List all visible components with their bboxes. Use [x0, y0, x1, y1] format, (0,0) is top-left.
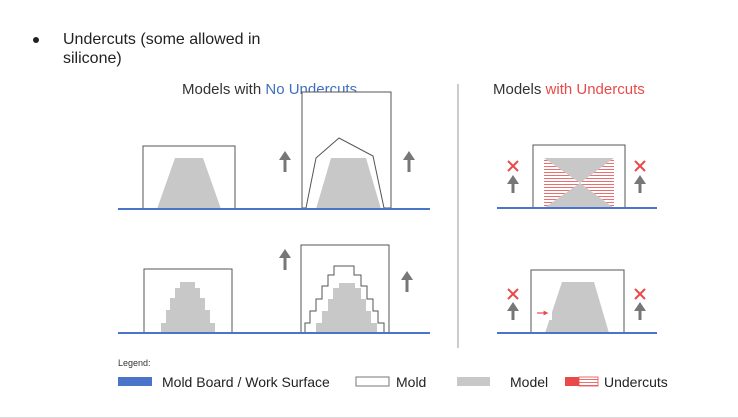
legend-label-model: Model [510, 374, 549, 390]
model-hourglass [544, 158, 614, 208]
up-arrow-icon [634, 302, 646, 320]
model-trapezoid-2 [316, 158, 381, 209]
legend-label-undercuts: Undercuts [604, 374, 668, 390]
bullet-text: Undercuts (some allowed in silicone) [63, 31, 261, 67]
up-arrow-icon [279, 151, 291, 172]
bullet-dot [33, 37, 39, 43]
up-arrow-icon [279, 249, 291, 270]
model-trapezoid [157, 158, 221, 209]
mold-shaped [301, 91, 392, 209]
heading-right-prefix: Models [493, 81, 546, 98]
model-trapezoid-3 [545, 282, 609, 333]
mold-stepped [300, 244, 390, 334]
up-arrow-icon [401, 271, 413, 292]
legend-title: Legend: [118, 358, 151, 368]
diagram-top-middle [279, 91, 415, 209]
diagram-bottom-right [507, 269, 646, 334]
x-mark-icon [507, 288, 519, 300]
legend-swatch-model [457, 377, 490, 386]
diagram-bottom-left [143, 268, 233, 334]
legend-label-mold: Mold [396, 374, 427, 390]
undercut-notch [549, 306, 552, 320]
x-mark-icon [634, 160, 646, 172]
up-arrow-icon [507, 175, 519, 193]
model-stepped-2 [316, 283, 377, 333]
diagram-top-left [142, 145, 236, 210]
legend-swatch-undercuts [565, 376, 599, 387]
diagram-top-right [507, 144, 646, 209]
legend-swatch-surface [118, 377, 152, 386]
x-mark-icon [634, 288, 646, 300]
heading-with-undercuts: Models with Undercuts [493, 81, 645, 98]
undercut-hatch-right [580, 158, 614, 208]
heading-right-highlight: with Undercuts [545, 81, 645, 98]
undercut-hatch-left [544, 158, 580, 208]
up-arrow-icon [403, 151, 415, 172]
model-stepped [161, 282, 215, 333]
x-mark-icon [507, 160, 519, 172]
diagram-bottom-middle [279, 244, 413, 334]
heading-left-prefix: Models with [182, 81, 266, 98]
legend-swatch-mold [355, 376, 390, 387]
up-arrow-icon [507, 302, 519, 320]
legend-label-surface: Mold Board / Work Surface [162, 374, 330, 390]
up-arrow-icon [634, 175, 646, 193]
